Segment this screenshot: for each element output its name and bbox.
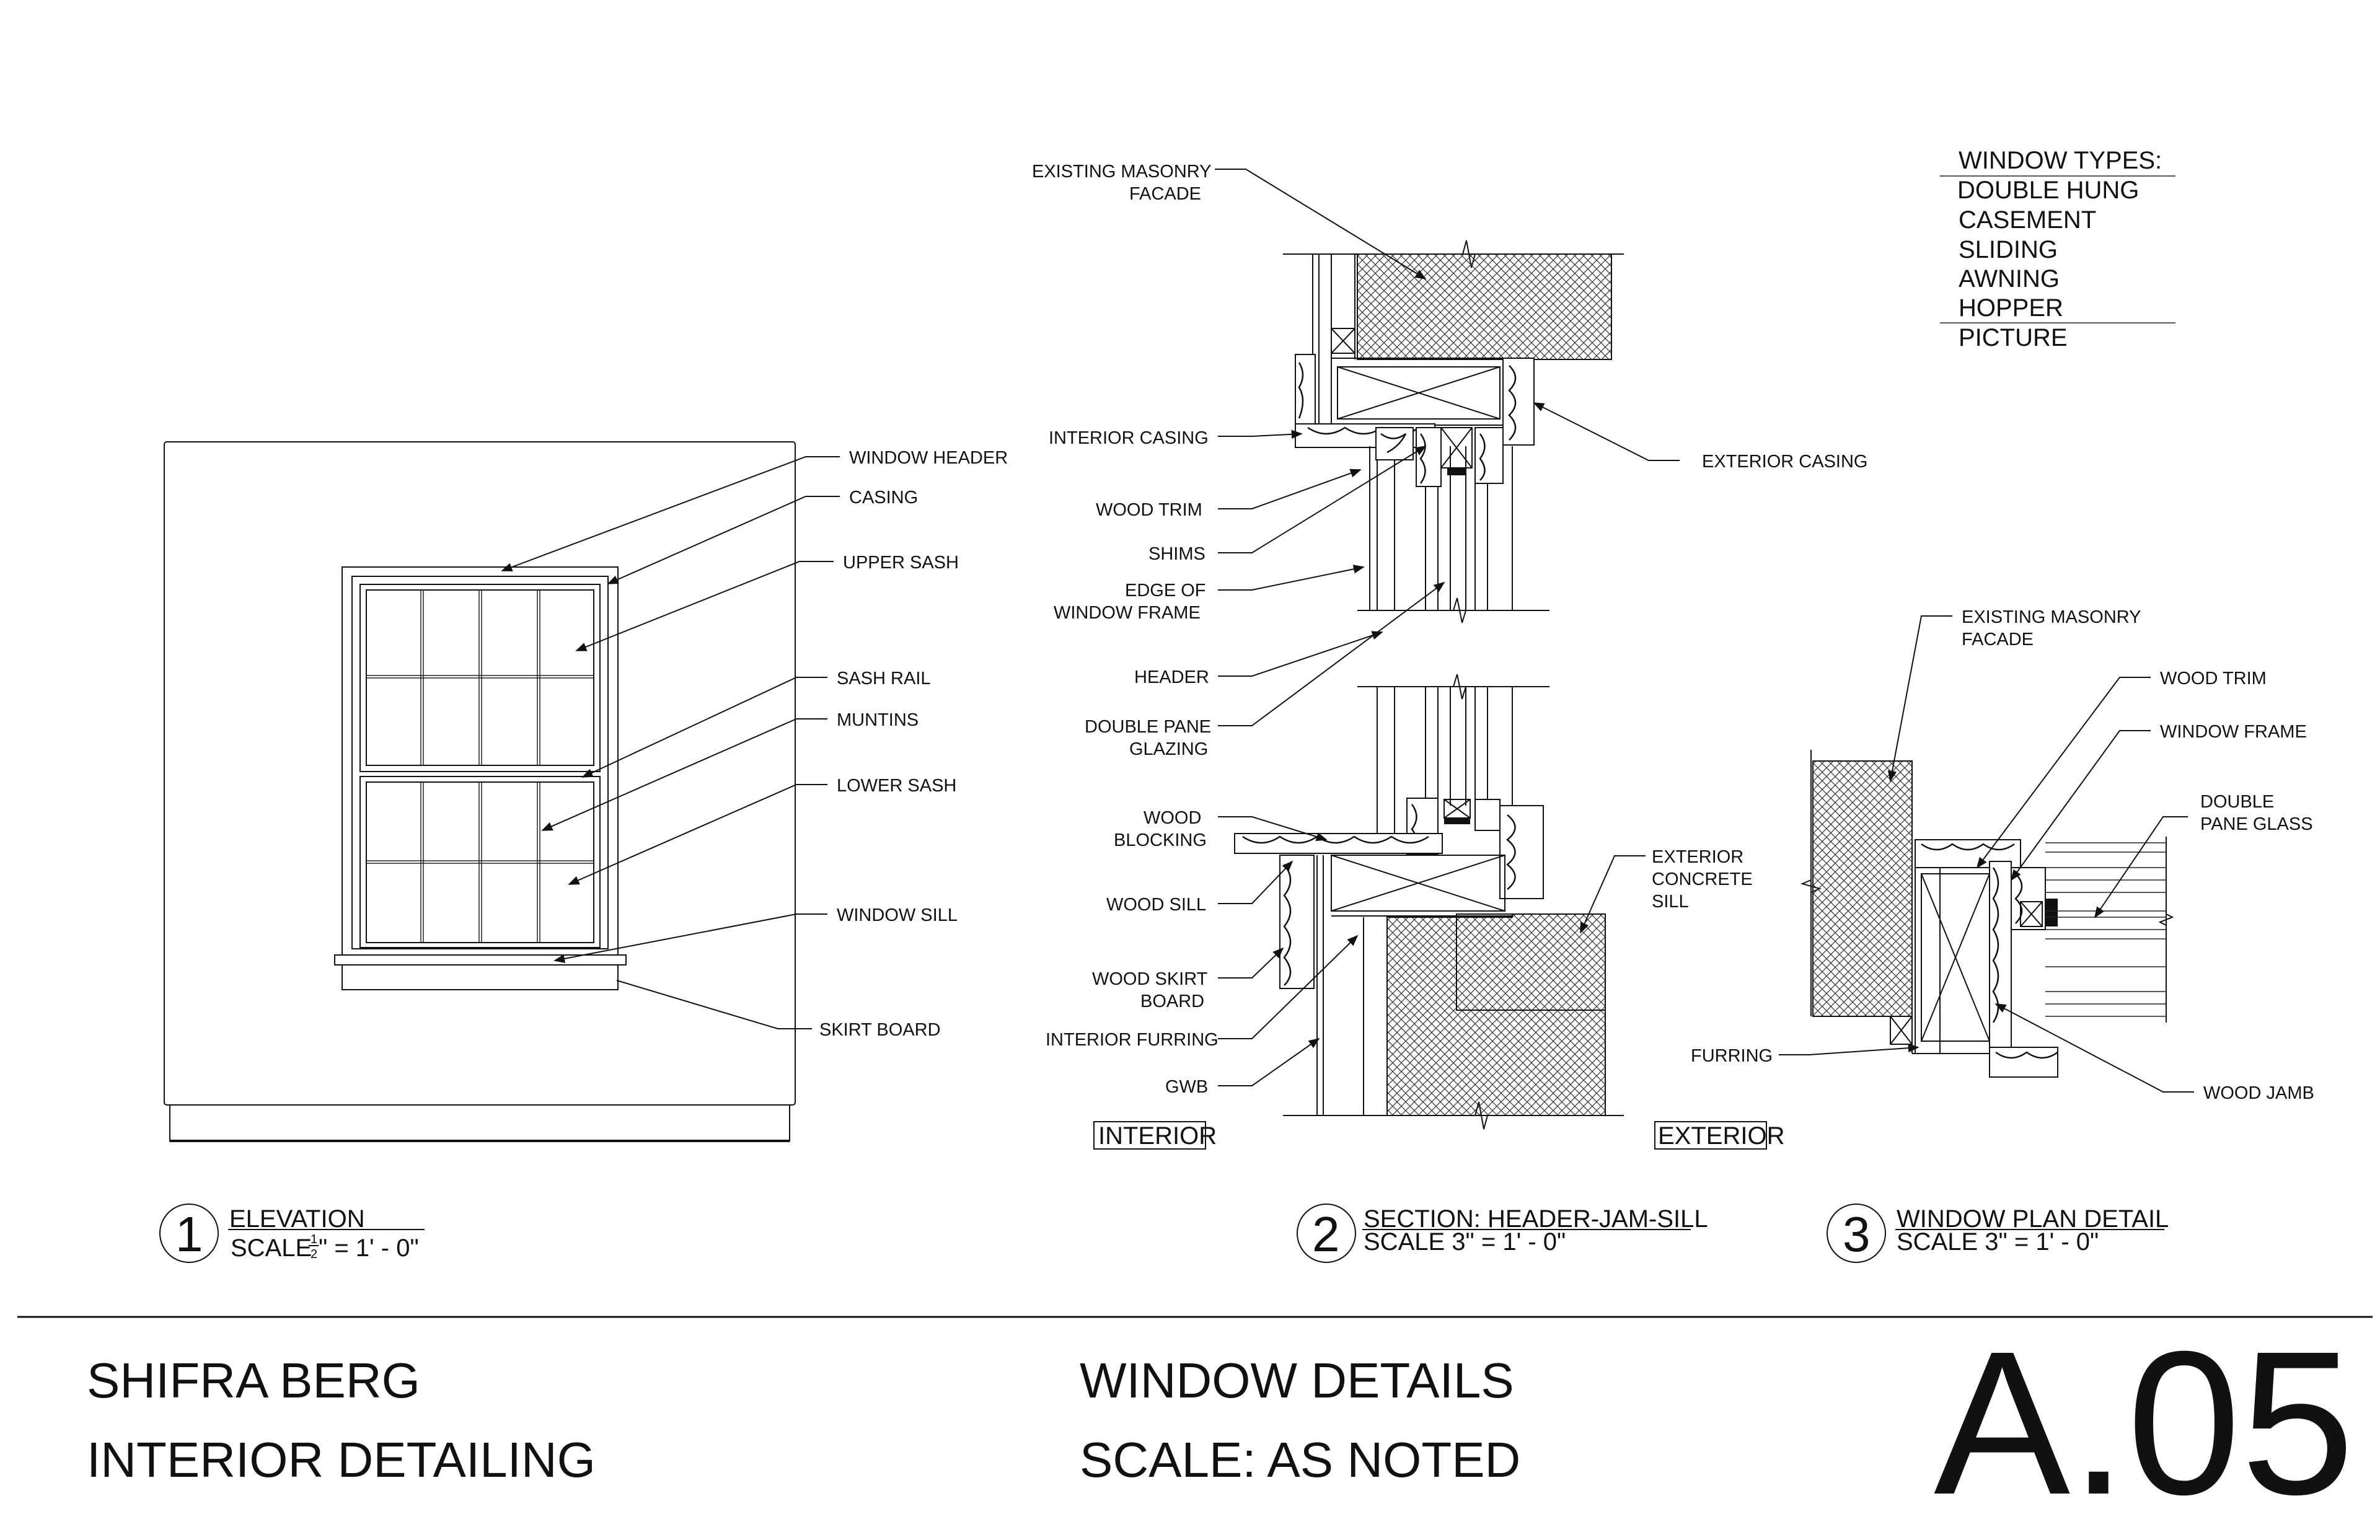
plan-masonry <box>1812 760 1913 1017</box>
label-exterior-concrete: EXTERIOR <box>1652 847 1743 867</box>
interior-tag: INTERIOR <box>1098 1122 1217 1150</box>
caption-scale-suffix: " = 1' - 0" <box>319 1234 419 1262</box>
course-name: INTERIOR DETAILING <box>87 1432 596 1487</box>
label-existing-masonry: EXISTING MASONRY <box>1032 162 1212 182</box>
label-plan-window-frame: WINDOW FRAME <box>2160 722 2307 742</box>
muntins-upper <box>366 590 594 765</box>
caption-scale: SCALE 3" = 1' - 0" <box>1364 1228 1566 1256</box>
label-sill: SILL <box>1652 892 1689 912</box>
label-blocking: BLOCKING <box>1114 830 1207 850</box>
label-lower-sash: LOWER SASH <box>837 776 956 796</box>
caption-title: SECTION: HEADER-JAM-SILL <box>1364 1205 1708 1233</box>
plan-drawing: EXISTING MASONRY FACADE WOOD TRIM WINDOW… <box>1691 607 2314 1103</box>
caption-plan: 3 WINDOW PLAN DETAIL SCALE 3" = 1' - 0" <box>1827 1203 2169 1263</box>
label-plan-wood-trim: WOOD TRIM <box>2160 669 2267 689</box>
caption-elevation: 1 ELEVATION SCALE 1 2 " = 1' - 0" <box>159 1203 425 1263</box>
window-types-list: WINDOW TYPES: DOUBLE HUNG CASEMENT SLIDI… <box>1940 147 2175 351</box>
label-wood-skirt: WOOD SKIRT <box>1092 969 1208 989</box>
caption-title: WINDOW PLAN DETAIL <box>1897 1205 2169 1233</box>
label-plan-masonry: EXISTING MASONRY <box>1962 607 2141 627</box>
label-exterior-casing: EXTERIOR CASING <box>1702 452 1868 472</box>
window-type-item: PICTURE <box>1959 324 2068 351</box>
caption-section: 2 SECTION: HEADER-JAM-SILL SCALE 3" = 1'… <box>1297 1203 1708 1263</box>
header-beam <box>1331 358 1505 426</box>
label-sash-rail: SASH RAIL <box>837 669 931 689</box>
label-window-header: WINDOW HEADER <box>849 448 1008 468</box>
label-plan-wood-jamb: WOOD JAMB <box>2203 1083 2314 1103</box>
elevation-drawing: WINDOW HEADER CASING UPPER SASH SASH RAI… <box>164 441 1008 1142</box>
label-double-pane: DOUBLE PANE <box>1085 717 1211 737</box>
label-plan-facade: FACADE <box>1962 630 2034 649</box>
masonry-sill <box>1386 913 1606 1116</box>
sheet-scale: SCALE: AS NOTED <box>1080 1432 1520 1487</box>
label-concrete: CONCRETE <box>1652 869 1753 889</box>
interior-tag-box <box>1093 1121 1206 1150</box>
exterior-tag-box <box>1654 1121 1767 1150</box>
window-type-item: HOPPER <box>1959 294 2063 322</box>
author-name: SHIFRA BERG <box>87 1353 420 1408</box>
caption-number: 2 <box>1312 1207 1340 1262</box>
label-plan-double: DOUBLE <box>2200 792 2274 812</box>
label-upper-sash: UPPER SASH <box>843 553 959 573</box>
label-skirt-board-section: BOARD <box>1140 992 1204 1011</box>
caption-title: ELEVATION <box>229 1205 365 1233</box>
label-gwb: GWB <box>1165 1077 1208 1097</box>
base-board <box>169 1104 790 1142</box>
label-plan-furring: FURRING <box>1691 1046 1773 1066</box>
label-header: HEADER <box>1134 667 1209 687</box>
label-glazing: GLAZING <box>1129 739 1208 759</box>
window-sill <box>334 954 627 966</box>
muntins-lower <box>366 782 594 943</box>
label-skirt-board: SKIRT BOARD <box>819 1020 941 1040</box>
caption-number: 1 <box>175 1207 203 1262</box>
label-wood-trim: WOOD TRIM <box>1096 500 1202 520</box>
skirt-board <box>342 964 619 990</box>
wood-skirt <box>1279 855 1315 989</box>
label-window-frame: WINDOW FRAME <box>1054 603 1201 623</box>
window-type-item: DOUBLE HUNG <box>1957 177 2139 204</box>
label-shims: SHIMS <box>1148 544 1205 564</box>
upper-sash <box>359 584 601 772</box>
label-edge-of: EDGE OF <box>1125 581 1206 601</box>
caption-number-circle <box>159 1203 219 1263</box>
interior-casing-vert <box>1295 354 1316 428</box>
exterior-casing <box>1502 358 1535 446</box>
sill-beam <box>1331 855 1505 912</box>
caption-scale-frac-num: 1 <box>311 1233 317 1246</box>
section-drawing: INTERIOR EXTERIOR EXISTING MASONRY FACAD… <box>1032 162 1868 1150</box>
label-interior-furring: INTERIOR FURRING <box>1046 1030 1219 1050</box>
caption-scale: SCALE 3" = 1' - 0" <box>1897 1228 2099 1256</box>
caption-scale-prefix: SCALE <box>231 1234 312 1262</box>
label-muntins: MUNTINS <box>837 710 919 730</box>
label-casing: CASING <box>849 488 918 508</box>
window-type-item: CASEMENT <box>1959 206 2096 234</box>
caption-scale-frac-den: 2 <box>311 1247 317 1261</box>
interior-casing <box>1295 423 1435 448</box>
exterior-tag: EXTERIOR <box>1658 1122 1784 1150</box>
caption-number: 3 <box>1843 1207 1871 1262</box>
lower-sash <box>359 776 601 948</box>
label-plan-pane-glass: PANE GLASS <box>2200 814 2313 834</box>
label-wood-sill: WOOD SILL <box>1106 895 1206 915</box>
title-block: SHIFRA BERG INTERIOR DETAILING WINDOW DE… <box>87 1308 2355 1537</box>
sheet-title: WINDOW DETAILS <box>1080 1353 1514 1408</box>
label-window-sill: WINDOW SILL <box>837 905 958 925</box>
window-casing <box>342 566 619 956</box>
window-type-item: SLIDING <box>1959 236 2058 263</box>
sheet-number: A.05 <box>1934 1308 2355 1537</box>
window-types-heading: WINDOW TYPES: <box>1959 147 2162 174</box>
window-type-item: AWNING <box>1959 265 2060 293</box>
label-wood-blocking: WOOD <box>1144 808 1201 828</box>
masonry-header <box>1357 253 1612 360</box>
label-existing-masonry-2: FACADE <box>1129 184 1201 204</box>
label-interior-casing: INTERIOR CASING <box>1049 428 1209 448</box>
